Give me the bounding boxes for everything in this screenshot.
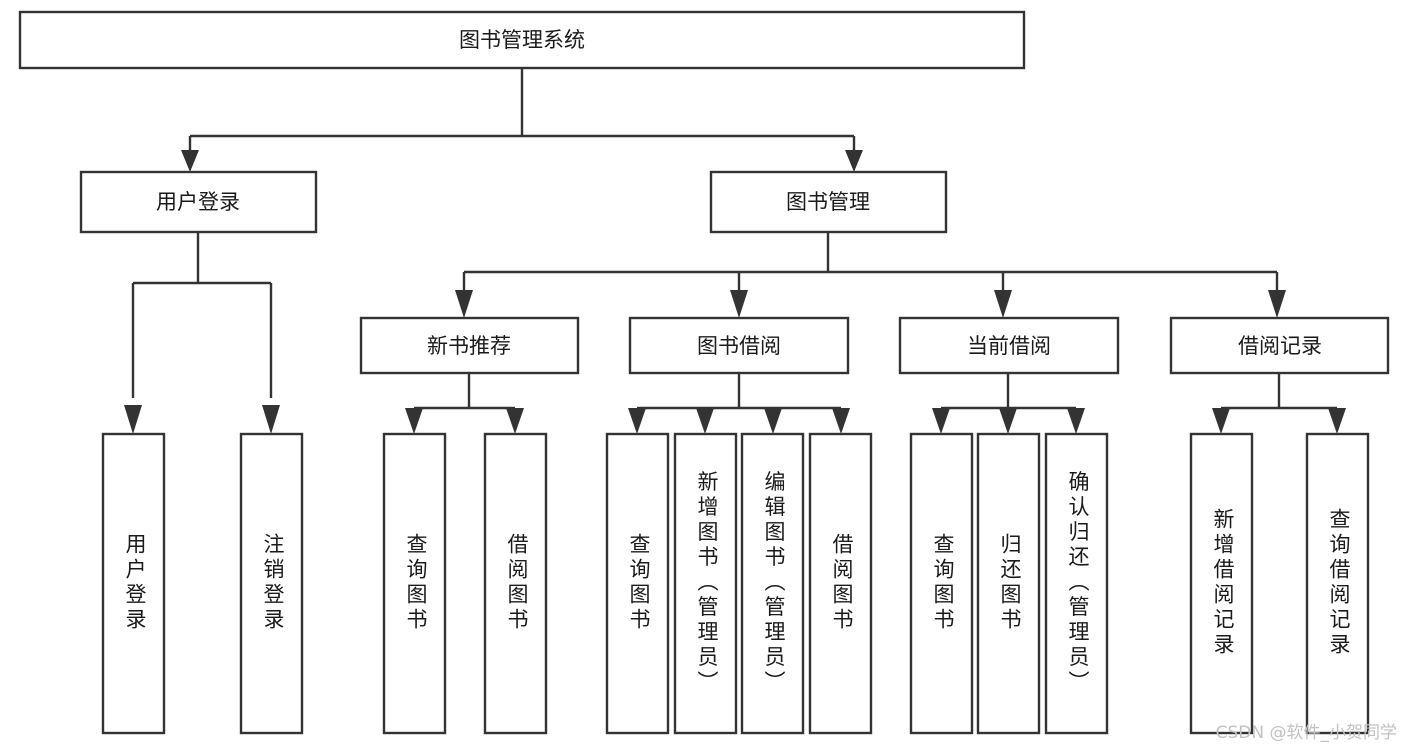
node-box-book-management[interactable] <box>709 170 948 234</box>
node-box-leaf[interactable] <box>909 432 974 735</box>
arrow-head-icon <box>181 150 199 172</box>
node-label-leaf: 查询图书 <box>404 533 428 633</box>
arrow-head-icon <box>1067 408 1085 434</box>
node-label-book-borrow: 图书借阅 <box>697 334 781 358</box>
node-box-leaf[interactable] <box>1305 432 1370 735</box>
arrow-head-icon <box>932 408 950 434</box>
connector-bookmgmt-to-level3 <box>455 232 1286 318</box>
node-box-book-borrow[interactable] <box>628 316 850 375</box>
node-leaf-borrowrecord-add[interactable]: 新增借阅记录 <box>1189 432 1254 735</box>
node-label-leaf: 用户登录 <box>123 533 147 633</box>
arrow-head-icon <box>1328 408 1346 434</box>
node-label-book-management: 图书管理 <box>786 190 870 214</box>
node-box-new-book-recommend[interactable] <box>359 316 580 375</box>
arrow-head-icon <box>764 408 782 434</box>
arrow-head-icon <box>262 405 280 434</box>
node-borrow-record[interactable]: 借阅记录 <box>1169 316 1390 375</box>
arrow-head-icon <box>124 405 142 434</box>
node-label-root: 图书管理系统 <box>459 28 585 52</box>
node-leaf-bookborrow-edit[interactable]: 编辑图书（管理员） <box>740 432 805 735</box>
node-leaf-currentborrow-confirm[interactable]: 确认归还（管理员） <box>1044 432 1109 735</box>
node-box-leaf[interactable] <box>239 432 304 735</box>
node-box-leaf[interactable] <box>808 432 873 735</box>
arrow-head-icon <box>832 408 850 434</box>
node-label-leaf: 新增图书（管理员） <box>695 471 719 696</box>
arrow-head-icon <box>845 150 863 172</box>
node-label-leaf: 注销登录 <box>261 533 285 633</box>
node-label-user-login: 用户登录 <box>156 190 240 214</box>
arrow-head-icon <box>696 408 714 434</box>
node-leaf-currentborrow-return[interactable]: 归还图书 <box>976 432 1041 735</box>
node-leaf-currentborrow-query[interactable]: 查询图书 <box>909 432 974 735</box>
node-box-borrow-record[interactable] <box>1169 316 1390 375</box>
node-label-leaf: 查询借阅记录 <box>1327 508 1351 658</box>
node-box-leaf[interactable] <box>1044 432 1109 735</box>
arrow-head-icon <box>730 290 748 318</box>
node-box-leaf[interactable] <box>673 432 738 735</box>
arrow-head-icon <box>455 290 473 318</box>
node-label-leaf: 查询图书 <box>931 533 955 633</box>
node-current-borrow[interactable]: 当前借阅 <box>898 316 1120 375</box>
node-user-login[interactable]: 用户登录 <box>79 170 318 234</box>
node-label-leaf: 查询图书 <box>627 533 651 633</box>
node-label-borrow-record: 借阅记录 <box>1238 334 1322 358</box>
node-leaf-newbook-query[interactable]: 查询图书 <box>382 432 447 735</box>
connector-borrowrecord-to-leaves <box>1212 373 1346 434</box>
node-leaf-user-login-login[interactable]: 用户登录 <box>101 432 166 735</box>
node-label-leaf: 编辑图书（管理员） <box>762 471 786 696</box>
arrow-head-icon <box>994 290 1012 318</box>
node-leaf-bookborrow-query[interactable]: 查询图书 <box>605 432 670 735</box>
arrow-head-icon <box>405 408 423 434</box>
connector-userlogin-to-leaves <box>124 232 280 434</box>
node-box-leaf[interactable] <box>483 432 548 735</box>
node-new-book-recommend[interactable]: 新书推荐 <box>359 316 580 375</box>
arrow-head-icon <box>628 408 646 434</box>
arrow-head-icon <box>999 408 1017 434</box>
node-root-system[interactable]: 图书管理系统 <box>18 10 1026 70</box>
connector-bookborrow-to-leaves <box>628 373 850 434</box>
node-label-new-book-recommend: 新书推荐 <box>427 334 511 358</box>
node-leaf-user-login-logout[interactable]: 注销登录 <box>239 432 304 735</box>
node-leaf-bookborrow-add[interactable]: 新增图书（管理员） <box>673 432 738 735</box>
node-book-management[interactable]: 图书管理 <box>709 170 948 234</box>
connector-currentborrow-to-leaves <box>932 373 1085 434</box>
node-label-current-borrow: 当前借阅 <box>967 334 1051 358</box>
node-box-leaf[interactable] <box>740 432 805 735</box>
node-box-leaf[interactable] <box>976 432 1041 735</box>
node-label-leaf: 借阅图书 <box>505 533 529 633</box>
arrow-head-icon <box>1268 290 1286 318</box>
watermark: CSDN @软件_小贺同学 <box>1215 723 1397 743</box>
node-leaf-bookborrow-borrow[interactable]: 借阅图书 <box>808 432 873 735</box>
connector-newbook-to-leaves <box>405 373 524 434</box>
node-box-root[interactable] <box>18 10 1026 70</box>
node-label-leaf: 新增借阅记录 <box>1211 508 1235 658</box>
node-label-leaf: 归还图书 <box>998 533 1022 633</box>
node-box-leaf[interactable] <box>382 432 447 735</box>
node-leaf-newbook-borrow[interactable]: 借阅图书 <box>483 432 548 735</box>
node-label-leaf: 借阅图书 <box>830 533 854 633</box>
node-box-leaf[interactable] <box>1189 432 1254 735</box>
node-box-leaf[interactable] <box>101 432 166 735</box>
node-box-current-borrow[interactable] <box>898 316 1120 375</box>
arrow-head-icon <box>1212 408 1230 434</box>
node-book-borrow[interactable]: 图书借阅 <box>628 316 850 375</box>
node-label-leaf: 确认归还（管理员） <box>1066 471 1090 696</box>
connector-root-to-level2 <box>181 68 863 172</box>
arrow-head-icon <box>506 408 524 434</box>
node-leaf-borrowrecord-query[interactable]: 查询借阅记录 <box>1305 432 1370 735</box>
node-box-user-login[interactable] <box>79 170 318 234</box>
node-box-leaf[interactable] <box>605 432 670 735</box>
